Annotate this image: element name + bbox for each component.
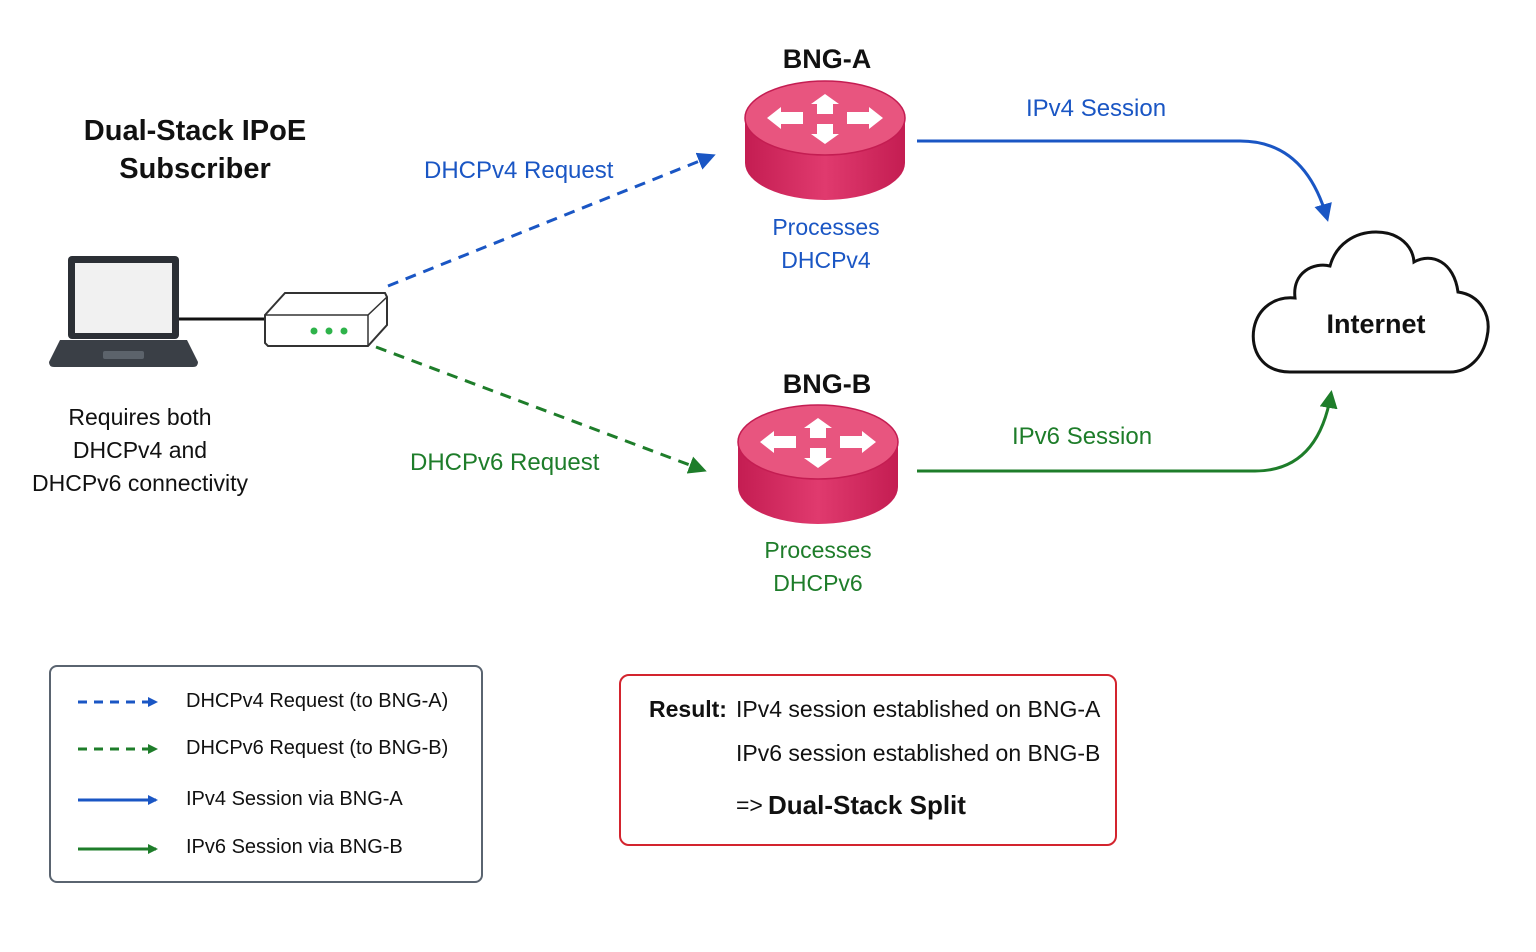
cloud-icon <box>1251 230 1490 374</box>
legend-item-dhcpv6: DHCPv6 Request (to BNG-B) <box>186 737 449 759</box>
bng-a-process-line1: Processes <box>772 214 880 240</box>
subscriber-note-line2: DHCPv4 and <box>72 437 208 463</box>
subscriber-note-line1: Requires both <box>68 404 212 430</box>
dhcpv4-request-arrow <box>387 152 716 288</box>
subscriber-title: Dual-Stack IPoE Subscriber <box>70 112 320 188</box>
bng-b-process-line1: Processes <box>764 537 872 563</box>
ipv6-session-label: IPv6 Session <box>1012 423 1153 450</box>
legend-samples <box>78 697 158 854</box>
result-line2: IPv6 session established on BNG-B <box>736 740 1101 766</box>
subscriber-title-line2: Subscriber <box>119 153 271 185</box>
router-icon <box>744 80 906 200</box>
bng-a-process-label: Processes DHCPv4 <box>726 211 926 277</box>
legend-item-dhcpv4: DHCPv4 Request (to BNG-A) <box>186 690 449 712</box>
laptop-icon <box>49 256 198 367</box>
ipv4-session-label: IPv4 Session <box>1026 95 1167 122</box>
legend-item-ipv6-session: IPv6 Session via BNG-B <box>186 836 403 858</box>
result-arrow: => <box>736 792 763 818</box>
result-line1: IPv4 session established on BNG-A <box>736 696 1101 722</box>
subscriber-note: Requires both DHCPv4 and DHCPv6 connecti… <box>20 401 260 500</box>
dhcpv6-request-arrow <box>375 345 707 474</box>
bng-b-title: BNG-B <box>782 369 872 399</box>
bng-b-process-line2: DHCPv6 <box>773 570 863 596</box>
internet-label: Internet <box>1326 309 1426 339</box>
bng-b-process-label: Processes DHCPv6 <box>718 534 918 600</box>
subscriber-title-line1: Dual-Stack IPoE <box>83 115 307 147</box>
legend <box>49 665 483 883</box>
bng-a-process-line2: DHCPv4 <box>781 247 871 273</box>
result-conclusion: Dual-Stack Split <box>768 790 966 820</box>
dhcpv6-request-label: DHCPv6 Request <box>410 449 600 476</box>
ipv4-session-arrow <box>917 139 1332 222</box>
ipv6-session-arrow <box>917 390 1338 473</box>
modem-icon <box>264 292 388 347</box>
result-box <box>619 674 1117 846</box>
router-icon <box>737 404 899 524</box>
result-prefix: Result: <box>649 696 727 722</box>
subscriber-note-line3: DHCPv6 connectivity <box>31 470 249 496</box>
dhcpv4-request-label: DHCPv4 Request <box>424 157 614 184</box>
bng-a-title: BNG-A <box>782 44 872 74</box>
legend-item-ipv4-session: IPv4 Session via BNG-A <box>186 788 403 810</box>
